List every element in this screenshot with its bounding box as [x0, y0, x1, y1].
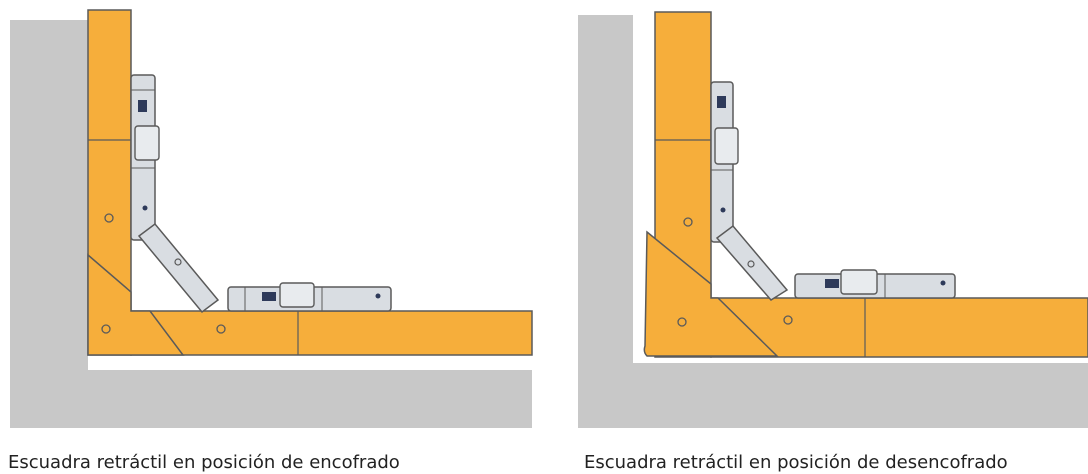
horizontal-formwork-panel [130, 310, 533, 356]
concrete-wall [10, 20, 532, 428]
corner-gusset [643, 230, 779, 357]
retractable-bracket [130, 74, 392, 314]
formwork-position-illustration [10, 9, 533, 428]
diagram-stripping-position: Escuadra retráctil en posición de desenc… [545, 0, 1088, 474]
retractable-bracket [710, 81, 956, 301]
caption-formwork-position: Escuadra retráctil en posición de encofr… [8, 452, 400, 473]
corner-gusset [87, 253, 185, 356]
concrete-wall [578, 15, 1088, 428]
caption-stripping-position: Escuadra retráctil en posición de desenc… [584, 452, 1008, 473]
diagram-formwork-position: Escuadra retráctil en posición de encofr… [8, 9, 533, 473]
horizontal-formwork-panel [710, 297, 1088, 358]
stripping-position-illustration [578, 11, 1088, 428]
